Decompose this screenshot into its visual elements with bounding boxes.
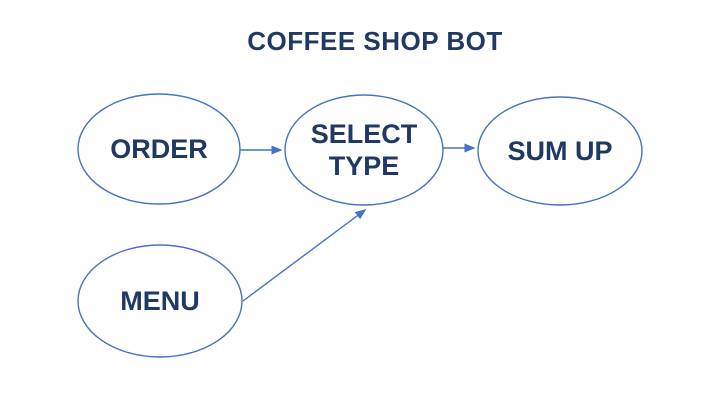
node-select-type-label-line1: SELECT [311, 119, 418, 149]
node-select-type-shape [284, 94, 444, 206]
node-sum-up: SUM UP [477, 96, 643, 206]
node-sum-up-label: SUM UP [507, 136, 612, 166]
page-title: COFFEE SHOP BOT [247, 26, 503, 56]
node-select-type: SELECT TYPE [284, 94, 444, 206]
node-order: ORDER [77, 93, 241, 205]
node-order-shape [77, 93, 241, 205]
node-order-label: ORDER [110, 134, 208, 164]
node-menu-label: MENU [120, 286, 200, 316]
node-sum-up-shape [477, 96, 643, 206]
node-select-type-label-line2: TYPE [329, 151, 400, 181]
connector-menu-to-select-type [242, 209, 367, 302]
node-menu: MENU [77, 244, 243, 358]
node-menu-shape [77, 244, 243, 358]
